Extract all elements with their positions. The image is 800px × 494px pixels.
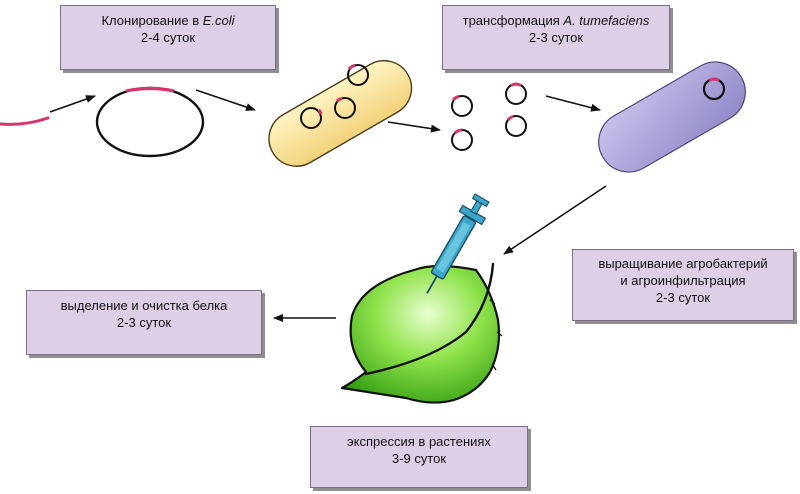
step-agro-transformation-duration: 2-3 суток <box>528 30 584 45</box>
step-protein-purification-duration: 2-3 суток <box>116 315 172 330</box>
step-ecoli-cloning-organism: E.coli <box>202 13 235 28</box>
syringe-icon <box>426 193 490 294</box>
leaf-icon <box>340 262 503 404</box>
step-agro-growth-subtitle: и агроинфильтрация <box>620 273 746 288</box>
step-protein-purification-title: выделение и очистка белка <box>60 298 228 313</box>
dna-insert-icon <box>0 116 50 126</box>
step-agro-transformation-title: трансформация <box>462 13 564 28</box>
step-agro-growth: выращивание агробактерий и агроинфильтра… <box>572 249 794 321</box>
step-plant-expression-title: экспрессия в растениях <box>347 434 491 449</box>
ecoli-cell-icon <box>268 59 413 167</box>
arrow-icon <box>545 95 601 112</box>
step-protein-purification: выделение и очистка белка 2-3 суток <box>26 290 262 355</box>
arrow-icon <box>49 95 96 113</box>
plasmid-icon <box>451 128 473 151</box>
plasmid-icon <box>505 115 527 137</box>
step-agro-growth-duration: 2-3 суток <box>655 290 711 305</box>
step-ecoli-cloning-duration: 2-4 суток <box>140 30 196 45</box>
plasmid-icon <box>95 86 205 158</box>
step-plant-expression-duration: 3-9 суток <box>391 451 447 466</box>
agrobacterium-cell-icon <box>598 61 746 173</box>
step-ecoli-cloning: Клонирование в E.coli 2-4 суток <box>60 5 276 70</box>
step-agro-transformation-organism: A. tumefaciens <box>563 13 650 28</box>
plasmid-icon <box>451 95 473 117</box>
step-ecoli-cloning-title: Клонирование в <box>101 13 203 28</box>
step-agro-transformation: трансформация A. tumefaciens 2-3 суток <box>442 5 670 70</box>
step-plant-expression: экспрессия в растениях 3-9 суток <box>310 426 528 488</box>
arrow-icon <box>503 185 607 255</box>
arrow-icon <box>387 121 441 133</box>
arrow-icon <box>195 89 256 111</box>
step-agro-growth-title: выращивание агробактерий <box>598 256 768 271</box>
plasmid-icon <box>505 82 527 105</box>
